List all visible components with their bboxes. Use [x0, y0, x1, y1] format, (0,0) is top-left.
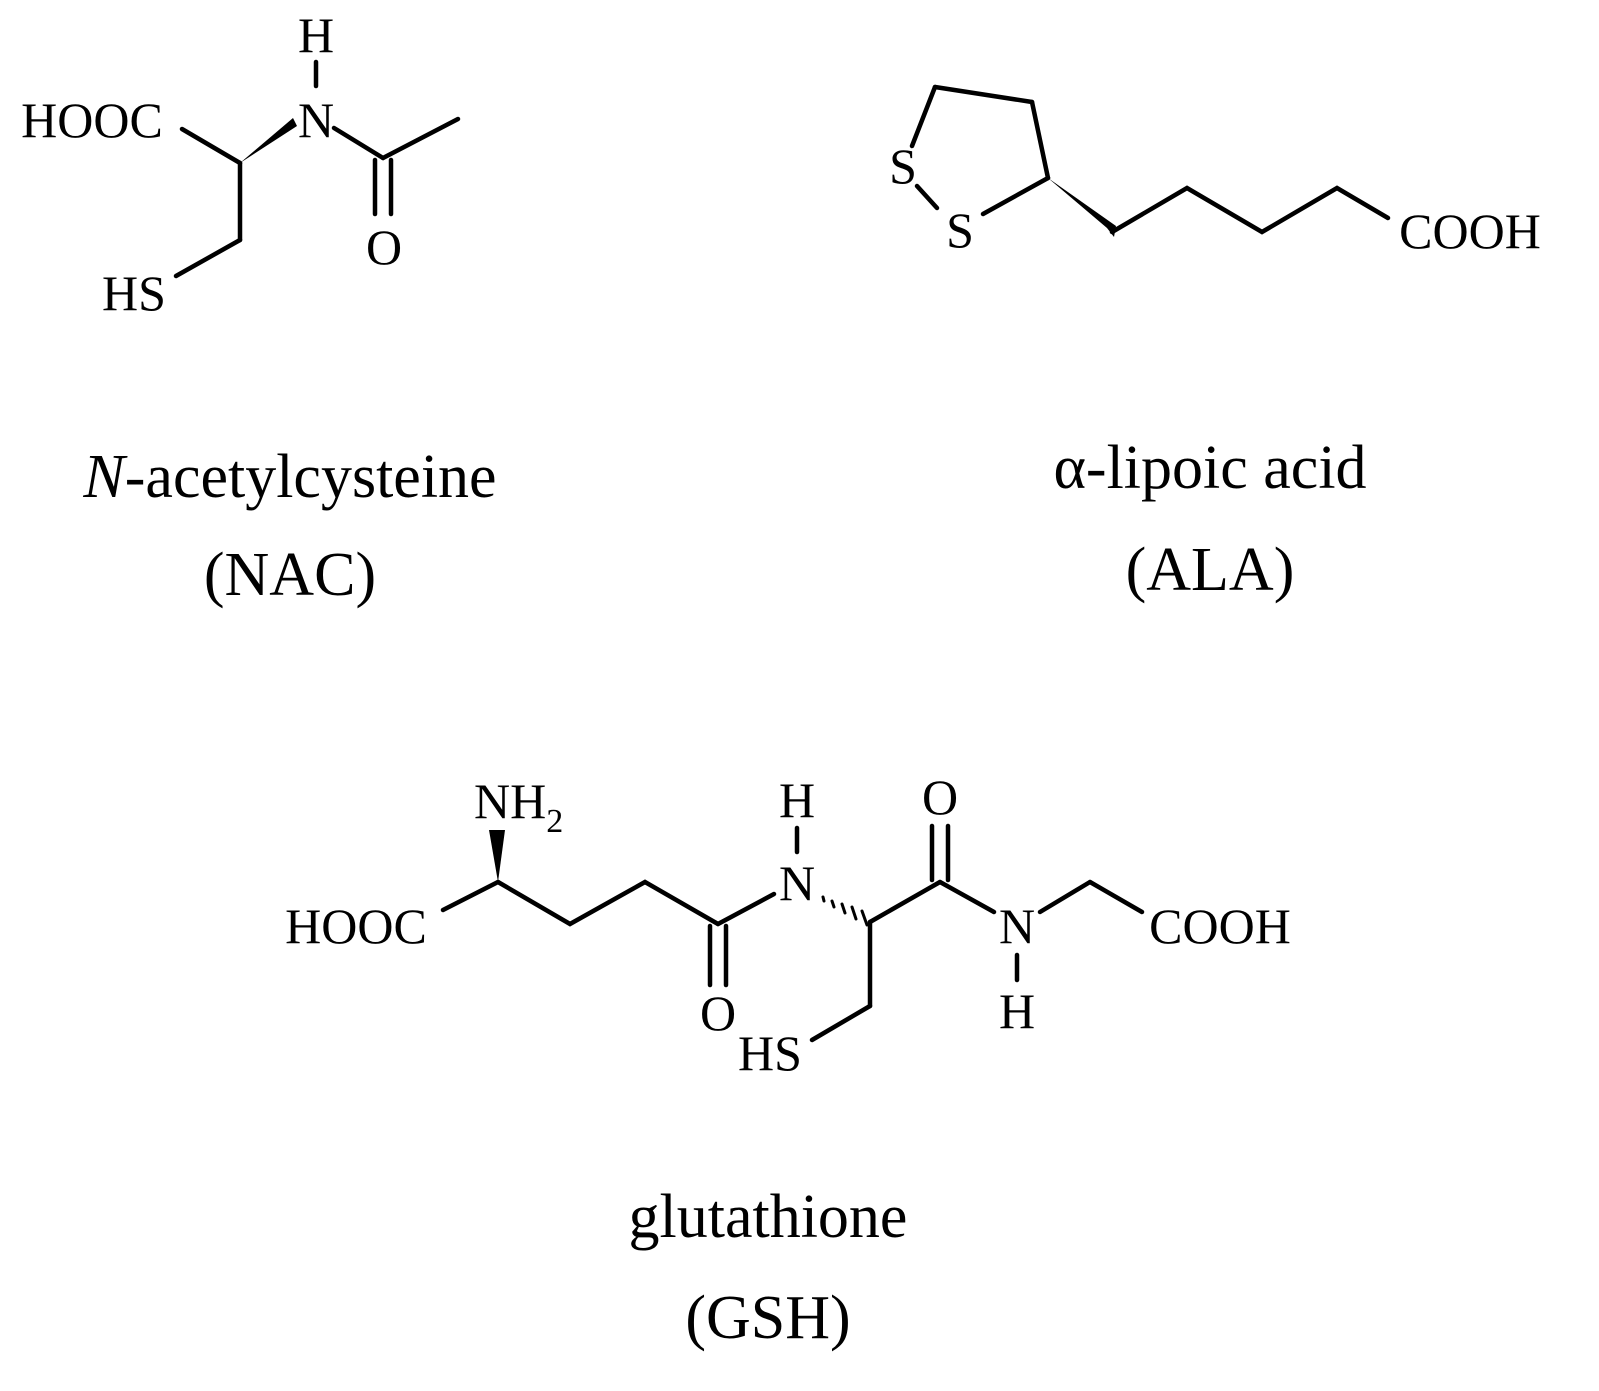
nac-hooc-label: HOOC	[21, 92, 163, 148]
ala-s2-label: S	[946, 202, 974, 258]
gsh-c-n-bond	[715, 891, 777, 927]
nac-hs-label: HS	[102, 265, 166, 321]
nac-caption: N-acetylcysteine (NAC)	[82, 443, 496, 609]
gsh-o-left-label: O	[700, 985, 736, 1041]
ala-ring-bond-1	[909, 84, 938, 149]
nac-name: N-acetylcysteine	[82, 443, 496, 511]
ala-ring-bond-3	[1029, 99, 1051, 181]
nac-n-carbonyl-bond	[331, 125, 386, 161]
gsh-ch2-cooh-bond	[1087, 879, 1145, 915]
gsh-c1-bond	[440, 879, 501, 913]
nac-h-label: H	[298, 7, 334, 63]
ala-structure: S S COOH	[889, 84, 1541, 259]
ala-ss-bond	[914, 183, 940, 211]
gsh-h-bottom-label: H	[999, 983, 1035, 1039]
gsh-hs-label: HS	[738, 1025, 802, 1081]
nac-methyl-bond	[380, 116, 461, 161]
nac-abbreviation: (NAC)	[204, 541, 376, 609]
nac-c-alpha-bond	[179, 126, 243, 166]
gsh-c-n-right-bond	[937, 879, 997, 915]
gsh-n-right-label: N	[999, 898, 1035, 954]
nac-o-label: O	[366, 219, 402, 275]
gsh-hashed-bond	[821, 895, 869, 927]
gsh-structure: NH2 HOOC O H N O N H COOH HS	[285, 769, 1291, 1081]
gsh-nh-text: NH	[474, 773, 546, 829]
ala-s1-label: S	[889, 138, 917, 194]
ala-name: α-lipoic acid	[1053, 434, 1366, 502]
ala-chain-bonds	[1109, 185, 1391, 235]
gsh-n-ch2-bond	[1037, 879, 1093, 915]
gsh-nh2-subscript: 2	[546, 803, 563, 840]
ala-abbreviation: (ALA)	[1126, 536, 1295, 604]
nac-wedge-bond	[240, 118, 297, 163]
gsh-n-mid-label: N	[779, 855, 815, 911]
gsh-hooc-label: HOOC	[285, 898, 427, 954]
nac-name-rest: -acetylcysteine	[125, 443, 497, 511]
ala-ring-bond-4	[980, 175, 1051, 217]
nac-cs-bond	[173, 237, 243, 279]
ala-ring-bond-2	[932, 84, 1035, 105]
ala-caption: α-lipoic acid (ALA)	[1053, 434, 1366, 604]
ala-cooh-label: COOH	[1399, 203, 1541, 259]
gsh-cooh-label: COOH	[1149, 898, 1291, 954]
gsh-calpha-co-bond	[867, 879, 943, 925]
gsh-glu-chain	[495, 879, 721, 927]
nac-name-italic: N	[82, 443, 128, 511]
gsh-caption: glutathione (GSH)	[629, 1183, 908, 1352]
ala-wedge-bond	[1048, 178, 1116, 237]
nac-n-label: N	[298, 92, 334, 148]
gsh-o-right-label: O	[922, 769, 958, 825]
gsh-wedge-bond	[489, 830, 505, 882]
gsh-abbreviation: (GSH)	[685, 1284, 850, 1352]
gsh-h-top-label: H	[779, 772, 815, 828]
gsh-cs-bond	[809, 1003, 873, 1043]
nac-structure: HOOC H N O HS	[21, 7, 461, 321]
gsh-nh2-label: NH2	[474, 773, 563, 840]
gsh-name: glutathione	[629, 1183, 908, 1251]
